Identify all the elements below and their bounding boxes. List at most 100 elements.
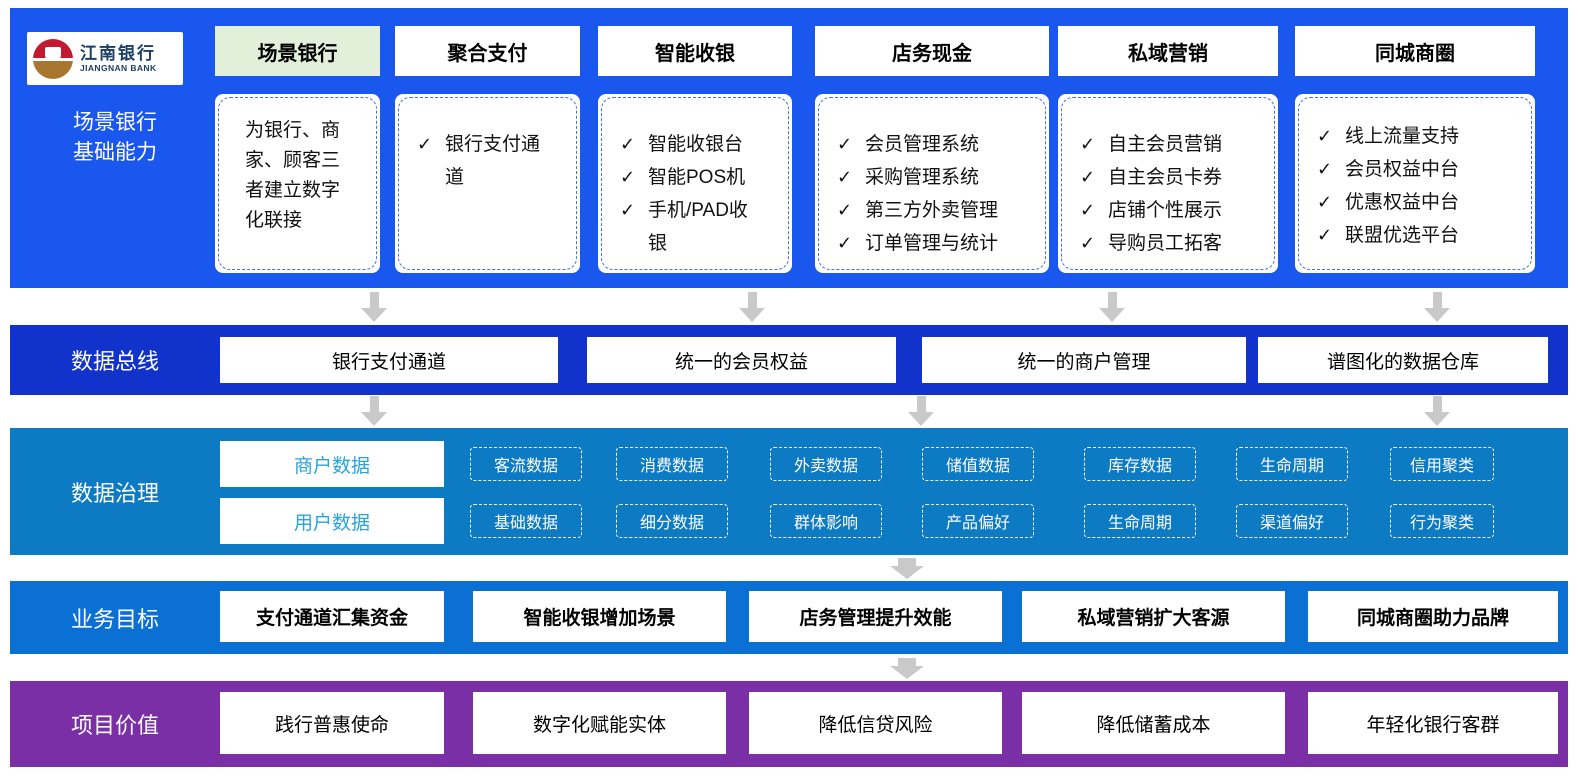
feature-item: ✓会员管理系统 [837, 128, 1021, 161]
check-icon: ✓ [1317, 126, 1333, 146]
feature-item: ✓ 导购员工拓客 [1080, 227, 1250, 260]
feature-item: ✓自主会员卡券 [1080, 161, 1250, 194]
capability-band: 江南银行 JIANGNAN BANK 场景银行 基础能力 场景银行 聚合支付 智… [10, 8, 1568, 288]
goal-box: 支付通道汇集资金 [220, 591, 444, 642]
tab-scene-banking[interactable]: 场景银行 [215, 26, 380, 76]
data-tag: 储值数据 [922, 447, 1034, 481]
arrow-down-icon [890, 658, 924, 679]
bank-name-cn: 江南银行 [80, 44, 156, 63]
data-tag: 生命周期 [1084, 504, 1196, 538]
check-icon: ✓ [1080, 167, 1096, 187]
row-label-capability: 场景银行 基础能力 [73, 111, 157, 164]
feature-text: 订单管理与统计 [865, 233, 999, 254]
capability-card-scene-banking: 为银行、商家、顾客三者建立数字化联接 [215, 94, 380, 273]
goal-box: 店务管理提升效能 [749, 591, 1002, 642]
tab-smart-cashier[interactable]: 智能收银 [598, 26, 792, 76]
data-tag: 细分数据 [616, 504, 728, 538]
data-bus-box: 银行支付通道 [220, 337, 558, 383]
capability-card-city-circle: ✓线上流量支持 ✓会员权益中台 ✓优惠权益中台 ✓联盟优选平台 [1295, 94, 1535, 273]
data-tag: 外卖数据 [770, 447, 882, 481]
check-icon: ✓ [1317, 159, 1333, 179]
feature-item: ✓ 店铺个性展示 [1080, 194, 1250, 227]
feature-item: ✓ 银行支付通道 [417, 128, 548, 194]
arrow-down-icon [361, 292, 387, 322]
tab-label: 店务现金 [892, 42, 972, 65]
arrow-down-icon [1424, 396, 1450, 426]
check-icon: ✓ [1317, 192, 1333, 212]
data-tag: 生命周期 [1236, 447, 1348, 481]
tab-aggregate-payment[interactable]: 聚合支付 [395, 26, 580, 76]
value-box: 降低信贷风险 [749, 692, 1002, 754]
tab-store-cash[interactable]: 店务现金 [815, 26, 1049, 76]
tab-label: 同城商圈 [1375, 42, 1455, 65]
data-bus-band: 数据总线 银行支付通道 统一的会员权益 统一的商户管理 谱图化的数据仓库 [10, 325, 1568, 395]
row-label-project-values: 项目价值 [70, 713, 159, 738]
feature-item: ✓第三方外卖管理 [837, 194, 1021, 227]
project-values-band: 项目价值 践行普惠使命 数字化赋能实体 降低信贷风险 降低储蓄成本 年轻化银行客… [10, 681, 1568, 767]
arrow-down-icon [361, 396, 387, 426]
feature-text: 手机/PAD收银 [648, 200, 748, 254]
value-box: 年轻化银行客群 [1308, 692, 1558, 754]
value-box: 践行普惠使命 [220, 692, 444, 754]
bank-logo-text: 江南银行 JIANGNAN BANK [80, 44, 157, 73]
check-icon: ✓ [837, 200, 853, 220]
value-box: 数字化赋能实体 [473, 692, 726, 754]
feature-text: 导购员工拓客 [1108, 233, 1223, 254]
goal-box: 同城商圈助力品牌 [1308, 591, 1558, 642]
feature-item: ✓ 手机/PAD收银 [620, 194, 764, 260]
data-tag: 客流数据 [470, 447, 582, 481]
arrow-down-icon [908, 396, 934, 426]
feature-item: ✓ 优惠权益中台 [1317, 186, 1507, 219]
data-tag: 基础数据 [470, 504, 582, 538]
feature-text: 采购管理系统 [865, 167, 980, 188]
dashed-card: ✓ 智能收银台 ✓智能POS机 ✓ 手机/PAD收银 [601, 97, 789, 270]
data-tag: 产品偏好 [922, 504, 1034, 538]
tab-private-marketing[interactable]: 私域营销 [1058, 26, 1278, 76]
data-governance-band: 数据治理 商户数据 客流数据 消费数据 外卖数据 储值数据 库存数据 生命周期 … [10, 428, 1568, 555]
capability-intro: 为银行、商家、顾客三者建立数字化联接 [245, 120, 341, 231]
data-tag: 渠道偏好 [1236, 504, 1348, 538]
capability-card-store-cash: ✓会员管理系统 ✓ 采购管理系统 ✓第三方外卖管理 ✓ 订单管理与统计 [815, 94, 1049, 273]
feature-item: ✓线上流量支持 [1317, 120, 1507, 153]
feature-text: 店铺个性展示 [1108, 200, 1223, 221]
category-box-merchant-data: 商户数据 [220, 441, 444, 487]
capability-card-aggregate-payment: ✓ 银行支付通道 [395, 94, 580, 273]
category-box-user-data: 用户数据 [220, 498, 444, 544]
check-icon: ✓ [837, 233, 853, 253]
tab-label: 场景银行 [257, 42, 338, 65]
capability-card-smart-cashier: ✓ 智能收银台 ✓智能POS机 ✓ 手机/PAD收银 [598, 94, 792, 273]
dashed-card: ✓线上流量支持 ✓会员权益中台 ✓优惠权益中台 ✓联盟优选平台 [1298, 97, 1532, 270]
feature-text: 优惠权益中台 [1345, 192, 1460, 213]
check-icon: ✓ [1080, 134, 1096, 154]
check-icon: ✓ [1080, 233, 1096, 253]
feature-item: ✓ 采购管理系统 [837, 161, 1021, 194]
feature-item: ✓自主会员营销 [1080, 128, 1250, 161]
value-box: 降低储蓄成本 [1022, 692, 1285, 754]
data-bus-box: 统一的商户管理 [922, 337, 1246, 383]
business-goals-band: 业务目标 支付通道汇集资金 智能收银增加场景 店务管理提升效能 私域营销扩大客源… [10, 581, 1568, 654]
data-tag: 行为聚类 [1390, 504, 1494, 538]
feature-item: ✓ 订单管理与统计 [837, 227, 1021, 260]
arrow-down-icon [1099, 292, 1125, 322]
data-tag: 群体影响 [770, 504, 882, 538]
arrow-down-icon [1424, 292, 1450, 322]
check-icon: ✓ [1080, 200, 1096, 220]
check-icon: ✓ [837, 167, 853, 187]
feature-text: 银行支付通道 [445, 134, 541, 188]
feature-text: 联盟优选平台 [1345, 225, 1460, 246]
feature-item: ✓联盟优选平台 [1317, 219, 1507, 252]
data-bus-box: 谱图化的数据仓库 [1258, 337, 1548, 383]
feature-text: 会员权益中台 [1345, 159, 1460, 180]
feature-item: ✓智能POS机 [620, 161, 764, 194]
check-icon: ✓ [620, 200, 636, 220]
arrow-down-icon [890, 558, 924, 579]
dashed-card: ✓会员管理系统 ✓ 采购管理系统 ✓第三方外卖管理 ✓ 订单管理与统计 [818, 97, 1046, 270]
row-label-data-governance: 数据治理 [70, 480, 159, 506]
tab-label: 私域营销 [1128, 42, 1208, 65]
capability-card-private-marketing: ✓自主会员营销 ✓自主会员卡券 ✓ 店铺个性展示 ✓ 导购员工拓客 [1058, 94, 1278, 273]
tab-city-circle[interactable]: 同城商圈 [1295, 26, 1535, 76]
check-icon: ✓ [417, 134, 433, 154]
check-icon: ✓ [837, 134, 853, 154]
feature-text: 智能收银台 [648, 134, 744, 155]
